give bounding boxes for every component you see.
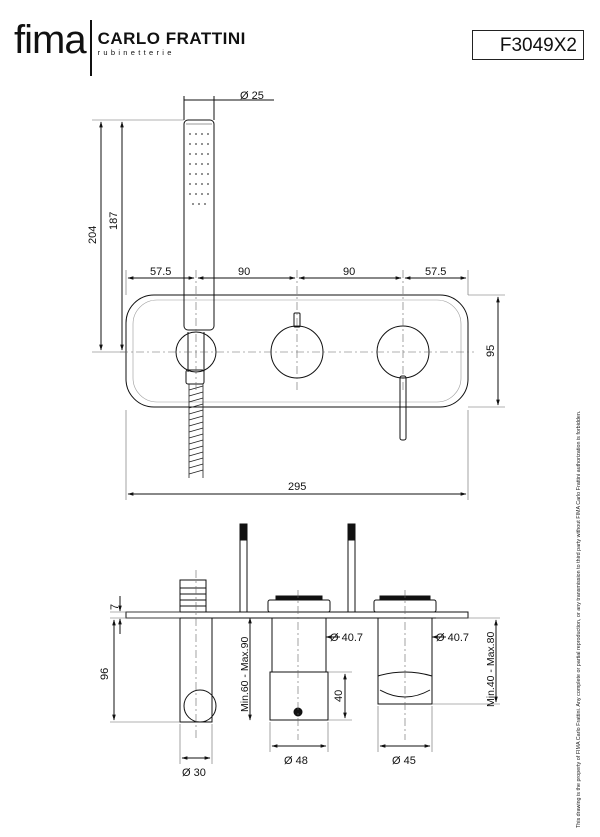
dim-spacing-1: 57.5	[150, 266, 171, 278]
dim-plate-height: 95	[485, 345, 497, 357]
dim-range-right: Min.40 - Max.80	[485, 632, 497, 707]
dim-body-height: 40	[333, 690, 345, 702]
dim-left-stem-dia: Ø 40.7	[330, 632, 363, 644]
logo-divider	[89, 20, 92, 76]
outlet-section	[179, 579, 217, 723]
dim-spacing-3: 90	[343, 266, 355, 278]
dim-spacing-2: 90	[238, 266, 250, 278]
handshower-nozzles	[189, 133, 209, 205]
dim-plate-width: 295	[288, 481, 306, 493]
product-code: F3049X2	[472, 30, 584, 60]
dim-body-left-dia: Ø 48	[284, 755, 308, 767]
handshower	[175, 119, 217, 478]
levers-section	[239, 523, 356, 613]
dim-height-handshower: 187	[108, 212, 120, 230]
logo-partner-block: CARLO FRATTINI rubinetterie	[98, 20, 246, 58]
dim-handshower-dia: Ø 25	[240, 90, 264, 102]
center-lines	[120, 270, 474, 390]
dim-range-left: Min.60 - Max.90	[239, 637, 251, 712]
dim-spacing-4: 57.5	[425, 266, 446, 278]
right-knob-lever	[399, 375, 407, 441]
dim-body-right-dia: Ø 45	[392, 755, 416, 767]
front-plate-inner	[132, 299, 462, 403]
logo-fima: fima	[14, 18, 87, 62]
brand-logo: fima CARLO FRATTINI rubinetterie	[14, 20, 246, 78]
front-view	[92, 96, 505, 500]
left-valve-section	[267, 595, 331, 721]
dim-height-total: 204	[87, 226, 99, 244]
logo-partner: CARLO FRATTINI	[97, 29, 246, 48]
dim-hose-depth: 96	[99, 668, 111, 680]
hose	[188, 384, 204, 478]
front-plate	[125, 294, 469, 408]
dim-outlet-dia: Ø 30	[182, 767, 206, 779]
section-plate	[125, 611, 469, 619]
dim-plate-depth: 7	[109, 604, 121, 610]
dim-right-stem-dia: Ø 40.7	[436, 632, 469, 644]
section-view	[110, 523, 500, 764]
logo-sub: rubinetterie	[97, 48, 175, 57]
